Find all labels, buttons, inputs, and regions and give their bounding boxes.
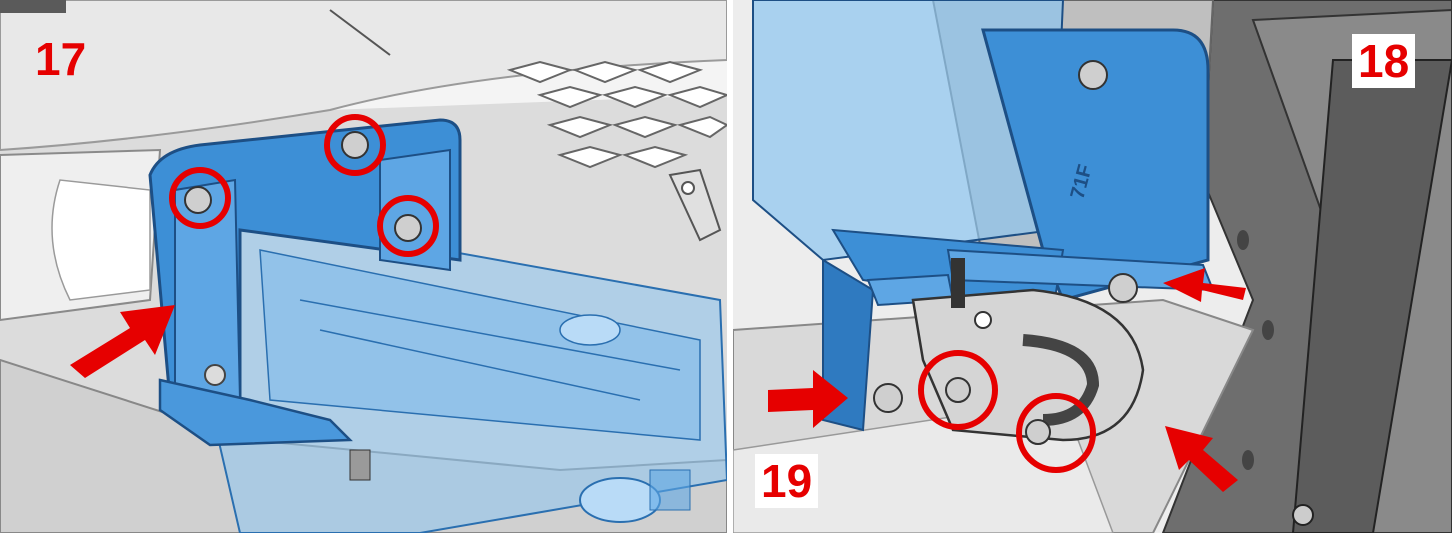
nut-group — [184, 131, 422, 242]
callout-circles — [169, 114, 439, 257]
right-diagram-panel: 71F 18 19 — [733, 0, 1452, 533]
callout-circle-bolt-2 — [324, 114, 386, 176]
left-diagram — [0, 0, 727, 533]
tow-bracket-right: 71F — [752, 0, 1215, 432]
callout-arrow-right-2 — [1163, 268, 1246, 302]
nut-group-right — [873, 60, 1138, 445]
panel-divider — [727, 0, 733, 533]
hex-grille — [506, 60, 727, 169]
callout-circle-bolt-4 — [918, 350, 998, 430]
callout-arrows-right — [768, 268, 1246, 492]
callout-arrow — [70, 305, 175, 378]
callout-circle-bolt-3 — [377, 195, 439, 257]
tow-hook — [911, 258, 1145, 442]
callout-arrow-right-1 — [768, 370, 848, 428]
step-number-19: 19 — [755, 454, 819, 508]
callout-circle-bolt-5 — [1016, 393, 1096, 473]
callout-circle-bolt-1 — [169, 167, 231, 229]
left-diagram-panel: 17 — [0, 0, 727, 533]
frame-rail — [198, 208, 727, 533]
step-number-17: 17 — [35, 33, 87, 85]
right-diagram: 71F — [733, 0, 1452, 533]
callout-arrow-right-3 — [1165, 426, 1238, 492]
step-number-18: 18 — [1352, 34, 1416, 88]
header-tab — [0, 0, 66, 13]
callout-circles-right — [918, 350, 1096, 473]
